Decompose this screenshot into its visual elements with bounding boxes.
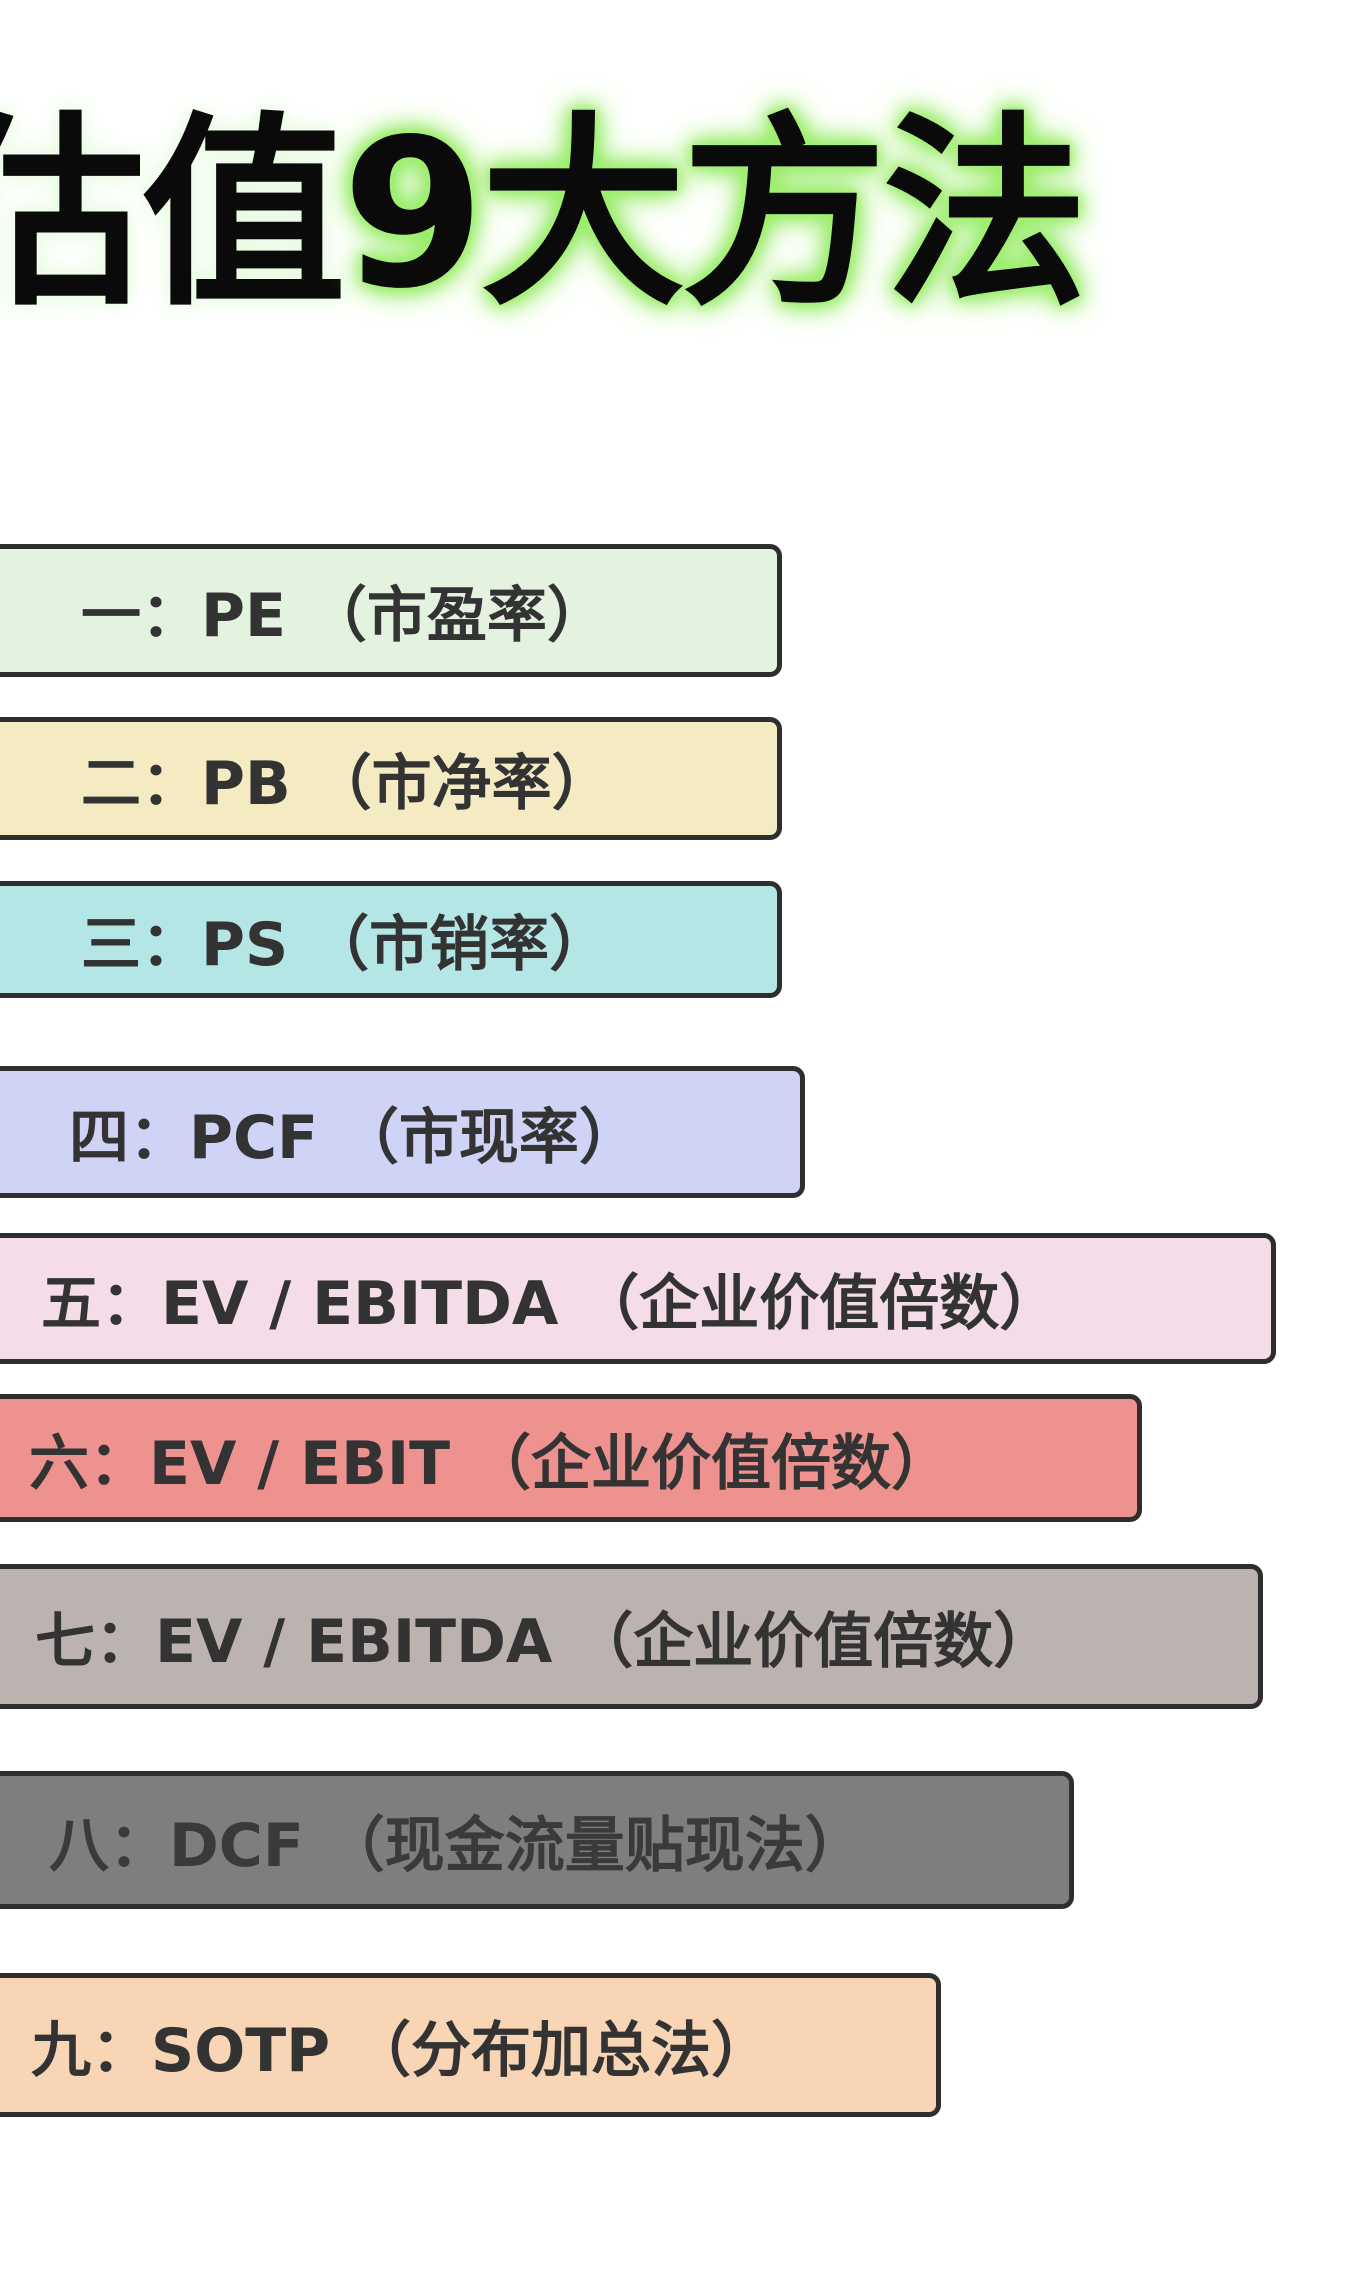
page-title: 估值9大方法 — [0, 95, 1088, 335]
title-part-2: 9大方法 — [342, 96, 1088, 334]
method-label: 七：EV / EBITDA （企业价值倍数） — [35, 1607, 1054, 1677]
method-label: 八：DCF （现金流量贴现法） — [49, 1810, 865, 1881]
method-sotp: 九：SOTP （分布加总法） — [0, 1973, 941, 2117]
method-label: 一：PE （市盈率） — [81, 581, 607, 651]
method-label: 三：PS （市销率） — [81, 910, 610, 980]
method-ps: 三：PS （市销率） — [0, 881, 782, 998]
method-pcf: 四：PCF （市现率） — [0, 1066, 805, 1198]
method-label: 四：PCF （市现率） — [69, 1102, 639, 1173]
method-ev-ebitda-2: 七：EV / EBITDA （企业价值倍数） — [0, 1564, 1263, 1709]
method-label: 六：EV / EBIT （企业价值倍数） — [29, 1428, 951, 1499]
method-label: 五：EV / EBITDA （企业价值倍数） — [41, 1269, 1060, 1339]
method-pb: 二：PB （市净率） — [0, 717, 782, 840]
method-pe: 一：PE （市盈率） — [0, 544, 782, 677]
method-label: 九：SOTP （分布加总法） — [31, 2015, 772, 2086]
method-ev-ebit: 六：EV / EBIT （企业价值倍数） — [0, 1394, 1142, 1522]
method-label: 二：PB （市净率） — [81, 749, 612, 819]
title-part-1: 估值 — [0, 96, 346, 334]
method-dcf: 八：DCF （现金流量贴现法） — [0, 1771, 1074, 1909]
method-ev-ebitda: 五：EV / EBITDA （企业价值倍数） — [0, 1233, 1276, 1364]
